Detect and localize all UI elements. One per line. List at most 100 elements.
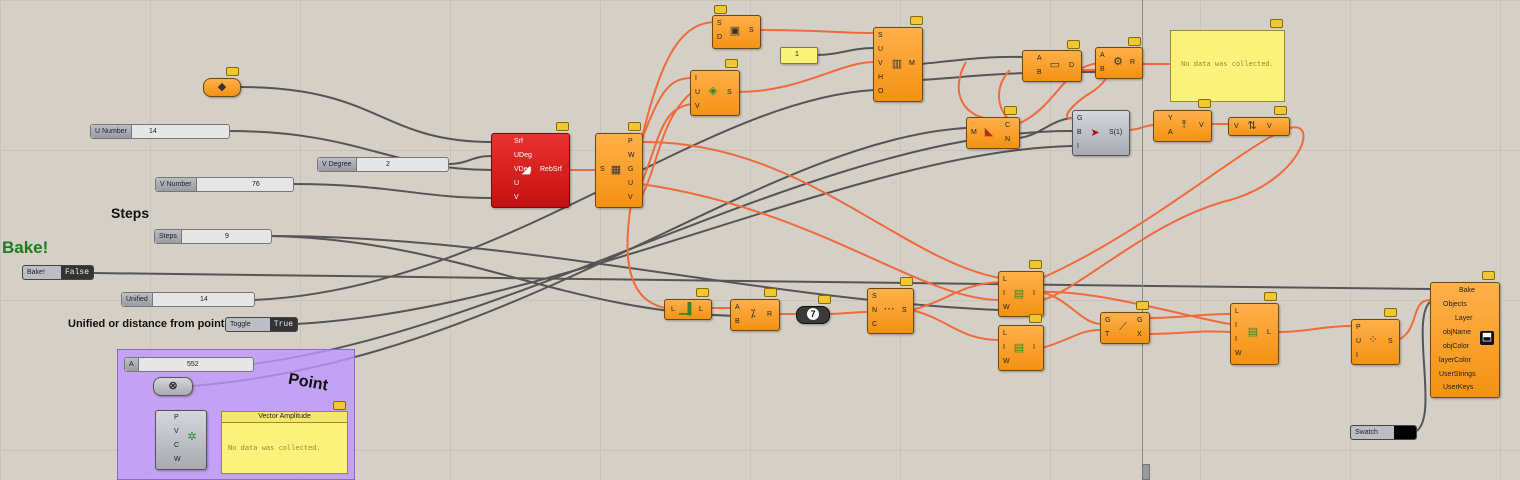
pin-u: U [878, 46, 884, 53]
swatch[interactable]: Swatch [1350, 425, 1417, 440]
u-number-slider[interactable]: U Number 14 [90, 124, 230, 139]
list-item-component-1[interactable]: L I W ▤ I [998, 271, 1044, 317]
weave-component[interactable]: L I I W ▤ L [1230, 303, 1279, 365]
series-component[interactable]: S N C ⋯ S [867, 288, 914, 334]
integer-param[interactable]: 7 [796, 306, 830, 324]
pin-u: U [1356, 338, 1362, 345]
lock-icon [1384, 308, 1397, 317]
pin-i: I [1077, 143, 1079, 150]
point-component[interactable]: P V C W ✲ [155, 410, 207, 470]
point-param[interactable]: ⊗ [153, 377, 193, 396]
surface-from-points-component[interactable]: P U I ⁘ S [1351, 319, 1400, 365]
toggle-value: True [269, 318, 297, 331]
operation-component[interactable]: A B ⚙ R [1095, 47, 1143, 79]
pin-l-out: L [1267, 329, 1271, 336]
canvas-scroll-handle[interactable] [1142, 464, 1150, 480]
steps-heading: Steps [111, 205, 150, 221]
data-panel[interactable]: No data was collected. [1170, 30, 1285, 102]
pin-s-out: S [727, 89, 732, 96]
vector-amplitude-panel[interactable]: Vector Amplitude No data was collected. [221, 411, 348, 474]
lock-icon [628, 122, 641, 131]
bake-component[interactable]: Bake Objects Layer objName objColor laye… [1430, 282, 1500, 398]
pin-g: G [1077, 115, 1083, 122]
pin-bake: Bake [1459, 287, 1475, 294]
panel-text: No data was collected. [1181, 60, 1274, 68]
mesh-component[interactable]: S U V H O ▥ M [873, 27, 923, 102]
pin-w: W [1003, 358, 1010, 365]
pin-i: I [1356, 352, 1358, 359]
pin-rebsrf: RebSrf [540, 166, 562, 173]
lock-icon [696, 288, 709, 297]
stream-filter-component[interactable]: G B I ➤ S(1) [1072, 110, 1130, 156]
pin-i-out: I [1033, 344, 1035, 351]
pin-v: V [174, 428, 179, 435]
vector-icon: ⤒ [1181, 119, 1187, 131]
list-length-component[interactable]: L ▁▌ L [664, 299, 712, 320]
pin-v: V [878, 60, 883, 67]
pin-i-out: I [1033, 290, 1035, 297]
pin-u: U [695, 89, 701, 96]
vector-param-component[interactable]: V ⇅ V [1228, 117, 1290, 136]
list-item-icon: ▤ [1013, 288, 1025, 300]
surface-point-icon: ◈ [708, 85, 718, 97]
pin-c: C [1005, 122, 1011, 129]
pin-g-out: G [1137, 317, 1143, 324]
pin-b: B [1077, 129, 1082, 136]
pin-v-in: V [1234, 123, 1239, 130]
lock-icon [1067, 40, 1080, 49]
slider-value: 2 [386, 161, 390, 168]
toggle-value: False [60, 266, 93, 279]
lock-icon [1274, 106, 1287, 115]
a-slider[interactable]: A 552 [124, 357, 254, 372]
slider-value: 552 [187, 361, 199, 368]
arrows-icon: ⇅ [1247, 120, 1257, 132]
v-number-slider[interactable]: V Number 76 [155, 177, 294, 192]
rebuild-surface-component[interactable]: Srf UDeg VDeg U V ◢ RebSrf [491, 133, 570, 208]
pin-w: W [628, 152, 635, 159]
unified-toggle[interactable]: Toggle True [225, 317, 298, 332]
pin-v-out: V [1267, 123, 1272, 130]
distance-component[interactable]: A B ▭ D [1022, 50, 1082, 82]
bake-toggle[interactable]: Bake! False [22, 265, 94, 280]
lock-icon [910, 16, 923, 25]
pin-y: Y [1168, 115, 1173, 122]
evaluate-surface-component[interactable]: I U V ◈ S [690, 70, 740, 116]
vector-component[interactable]: Y A ⤒ V [1153, 110, 1212, 142]
pin-b: B [1100, 66, 1105, 73]
graph-mapper-component[interactable]: G T ⟋ G X [1100, 312, 1150, 344]
divide-surface-component[interactable]: S ▦ P W G U V [595, 133, 643, 208]
pin-r: R [767, 311, 773, 318]
pin-i: I [1003, 344, 1005, 351]
list-item-component-2[interactable]: L I W ▤ I [998, 325, 1044, 371]
pin-udeg: UDeg [514, 152, 532, 159]
vector-field-icon: ✲ [187, 431, 197, 443]
slider-value: 76 [252, 181, 260, 188]
lock-icon [1482, 271, 1495, 280]
lock-icon [1136, 301, 1149, 310]
pin-m: M [971, 129, 977, 136]
lock-icon [714, 5, 727, 14]
pin-g: G [1105, 317, 1111, 324]
pin-g: G [628, 166, 634, 173]
curvature-component[interactable]: M ◣ C N [966, 117, 1020, 149]
pin-p: P [1356, 324, 1361, 331]
lock-icon [556, 122, 569, 131]
lock-icon [1128, 37, 1141, 46]
division-component[interactable]: A B ⁒ R [730, 299, 780, 331]
steps-slider[interactable]: Steps 9 [154, 229, 272, 244]
pin-u: U [628, 180, 634, 187]
slider-label: Steps [155, 230, 182, 243]
rebuild-icon: ◢ [521, 164, 531, 176]
panel-title: Vector Amplitude [222, 412, 347, 423]
pin-s-out: S [902, 307, 907, 314]
surface-param-component[interactable]: S D ▣ S [712, 15, 761, 49]
v-degree-slider[interactable]: V Degree 2 [317, 157, 449, 172]
pin-v: V [514, 194, 519, 201]
shield-icon: ◆ [217, 81, 227, 93]
pin-s-out: S [749, 27, 754, 34]
number-param[interactable]: 1 [780, 47, 818, 64]
unified-slider[interactable]: Unified 14 [121, 292, 255, 307]
pin-a: A [1168, 129, 1173, 136]
brep-param[interactable]: ◆ [203, 78, 241, 97]
